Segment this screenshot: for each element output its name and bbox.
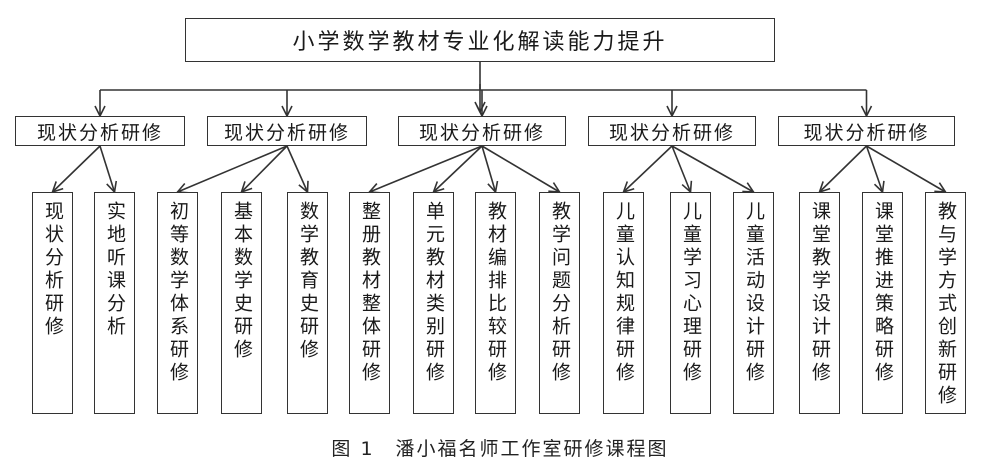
leaf-label-2-1: 初等数学体系研修 <box>167 201 189 385</box>
group-1-leaf-1-arrow <box>53 145 101 192</box>
leaf-box-5-3: 教与学方式创新研修 <box>925 192 966 414</box>
group-1-label: 现状分析研修 <box>36 121 163 144</box>
root-box: 小学数学教材专业化解读能力提升 <box>185 18 775 62</box>
leaf-label-5-3: 教与学方式创新研修 <box>935 201 957 408</box>
leaf-label-3-2: 单元教材类别研修 <box>423 201 445 385</box>
leaf-box-3-1: 整册教材整体研修 <box>349 192 390 414</box>
group-3-leaf-4-arrow <box>481 145 560 192</box>
group-4-box: 现状分析研修 <box>588 116 756 146</box>
group-3-leaf-1-arrow <box>370 145 483 192</box>
group-5-leaf-3-arrow <box>866 145 946 192</box>
group-2-label: 现状分析研修 <box>223 121 350 144</box>
leaf-label-2-2: 基本数学史研修 <box>231 201 253 362</box>
leaf-box-5-2: 课堂推进策略研修 <box>862 192 903 414</box>
leaf-box-3-2: 单元教材类别研修 <box>413 192 454 414</box>
group-2-leaf-2-arrow <box>242 145 288 192</box>
group-2-leaf-1-arrow <box>178 145 288 192</box>
figure-caption: 图 1 潘小福名师工作室研修课程图 <box>331 438 669 460</box>
leaf-label-3-3: 教材编排比较研修 <box>485 201 507 385</box>
leaf-label-5-1: 课堂教学设计研修 <box>809 201 831 385</box>
group-1-leaf-2-arrow <box>99 145 115 192</box>
leaf-label-3-1: 整册教材整体研修 <box>359 201 381 385</box>
leaf-box-2-2: 基本数学史研修 <box>221 192 262 414</box>
group-3-box: 现状分析研修 <box>398 116 566 146</box>
group-5-leaf-1-arrow <box>820 145 868 192</box>
group-3-label: 现状分析研修 <box>418 121 545 144</box>
group-5-label: 现状分析研修 <box>803 121 930 144</box>
leaf-label-4-3: 儿童活动设计研修 <box>743 201 765 385</box>
leaf-box-4-1: 儿童认知规律研修 <box>603 192 644 414</box>
leaf-label-4-1: 儿童认知规律研修 <box>613 201 635 385</box>
leaf-box-5-1: 课堂教学设计研修 <box>799 192 840 414</box>
group-2-box: 现状分析研修 <box>207 116 367 146</box>
leaf-label-1-1: 现状分析研修 <box>42 201 64 339</box>
leaf-label-5-2: 课堂推进策略研修 <box>872 201 894 385</box>
group-5-box: 现状分析研修 <box>778 116 955 146</box>
leaf-label-1-2: 实地听课分析 <box>104 201 126 339</box>
leaf-box-3-3: 教材编排比较研修 <box>475 192 516 414</box>
group-3-leaf-3-arrow <box>481 145 496 192</box>
leaf-box-3-4: 教学问题分析研修 <box>539 192 580 414</box>
leaf-label-2-3: 数学教育史研修 <box>297 201 319 362</box>
group-2-leaf-3-arrow <box>286 145 308 192</box>
leaf-box-4-2: 儿童学习心理研修 <box>670 192 711 414</box>
group-4-leaf-2-arrow <box>671 145 691 192</box>
root-label: 小学数学教材专业化解读能力提升 <box>292 30 668 55</box>
group-3-leaf-2-arrow <box>434 145 483 192</box>
leaf-label-4-2: 儿童学习心理研修 <box>680 201 702 385</box>
leaf-box-1-2: 实地听课分析 <box>94 192 135 414</box>
group-4-leaf-3-arrow <box>671 145 754 192</box>
group-4-leaf-1-arrow <box>624 145 673 192</box>
leaf-box-2-1: 初等数学体系研修 <box>157 192 198 414</box>
leaf-box-2-3: 数学教育史研修 <box>287 192 328 414</box>
leaf-box-4-3: 儿童活动设计研修 <box>733 192 774 414</box>
leaf-label-3-4: 教学问题分析研修 <box>549 201 571 385</box>
group-1-box: 现状分析研修 <box>15 116 185 146</box>
leaf-box-1-1: 现状分析研修 <box>32 192 73 414</box>
group-5-leaf-2-arrow <box>865 145 883 192</box>
group-4-label: 现状分析研修 <box>608 121 735 144</box>
